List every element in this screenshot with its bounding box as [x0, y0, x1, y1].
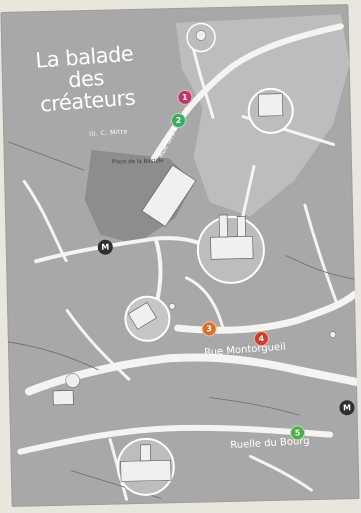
buildings — [52, 93, 284, 482]
map-card: La balade des créateurs Ill. C. Mitte Ru… — [0, 4, 360, 507]
marker-4-number: 4 — [258, 334, 265, 344]
marker-5-number: 5 — [294, 428, 301, 438]
marker-1-number: 1 — [182, 92, 188, 102]
marker-3-number: 3 — [206, 324, 213, 334]
map-drawing — [7, 14, 360, 501]
marker-2-number: 2 — [175, 115, 182, 126]
trees — [65, 30, 337, 388]
streets-thin — [7, 141, 355, 499]
map-title: La balade des créateurs — [24, 42, 149, 117]
roads — [17, 23, 360, 501]
place-label: Place de la Bastille — [111, 158, 164, 166]
